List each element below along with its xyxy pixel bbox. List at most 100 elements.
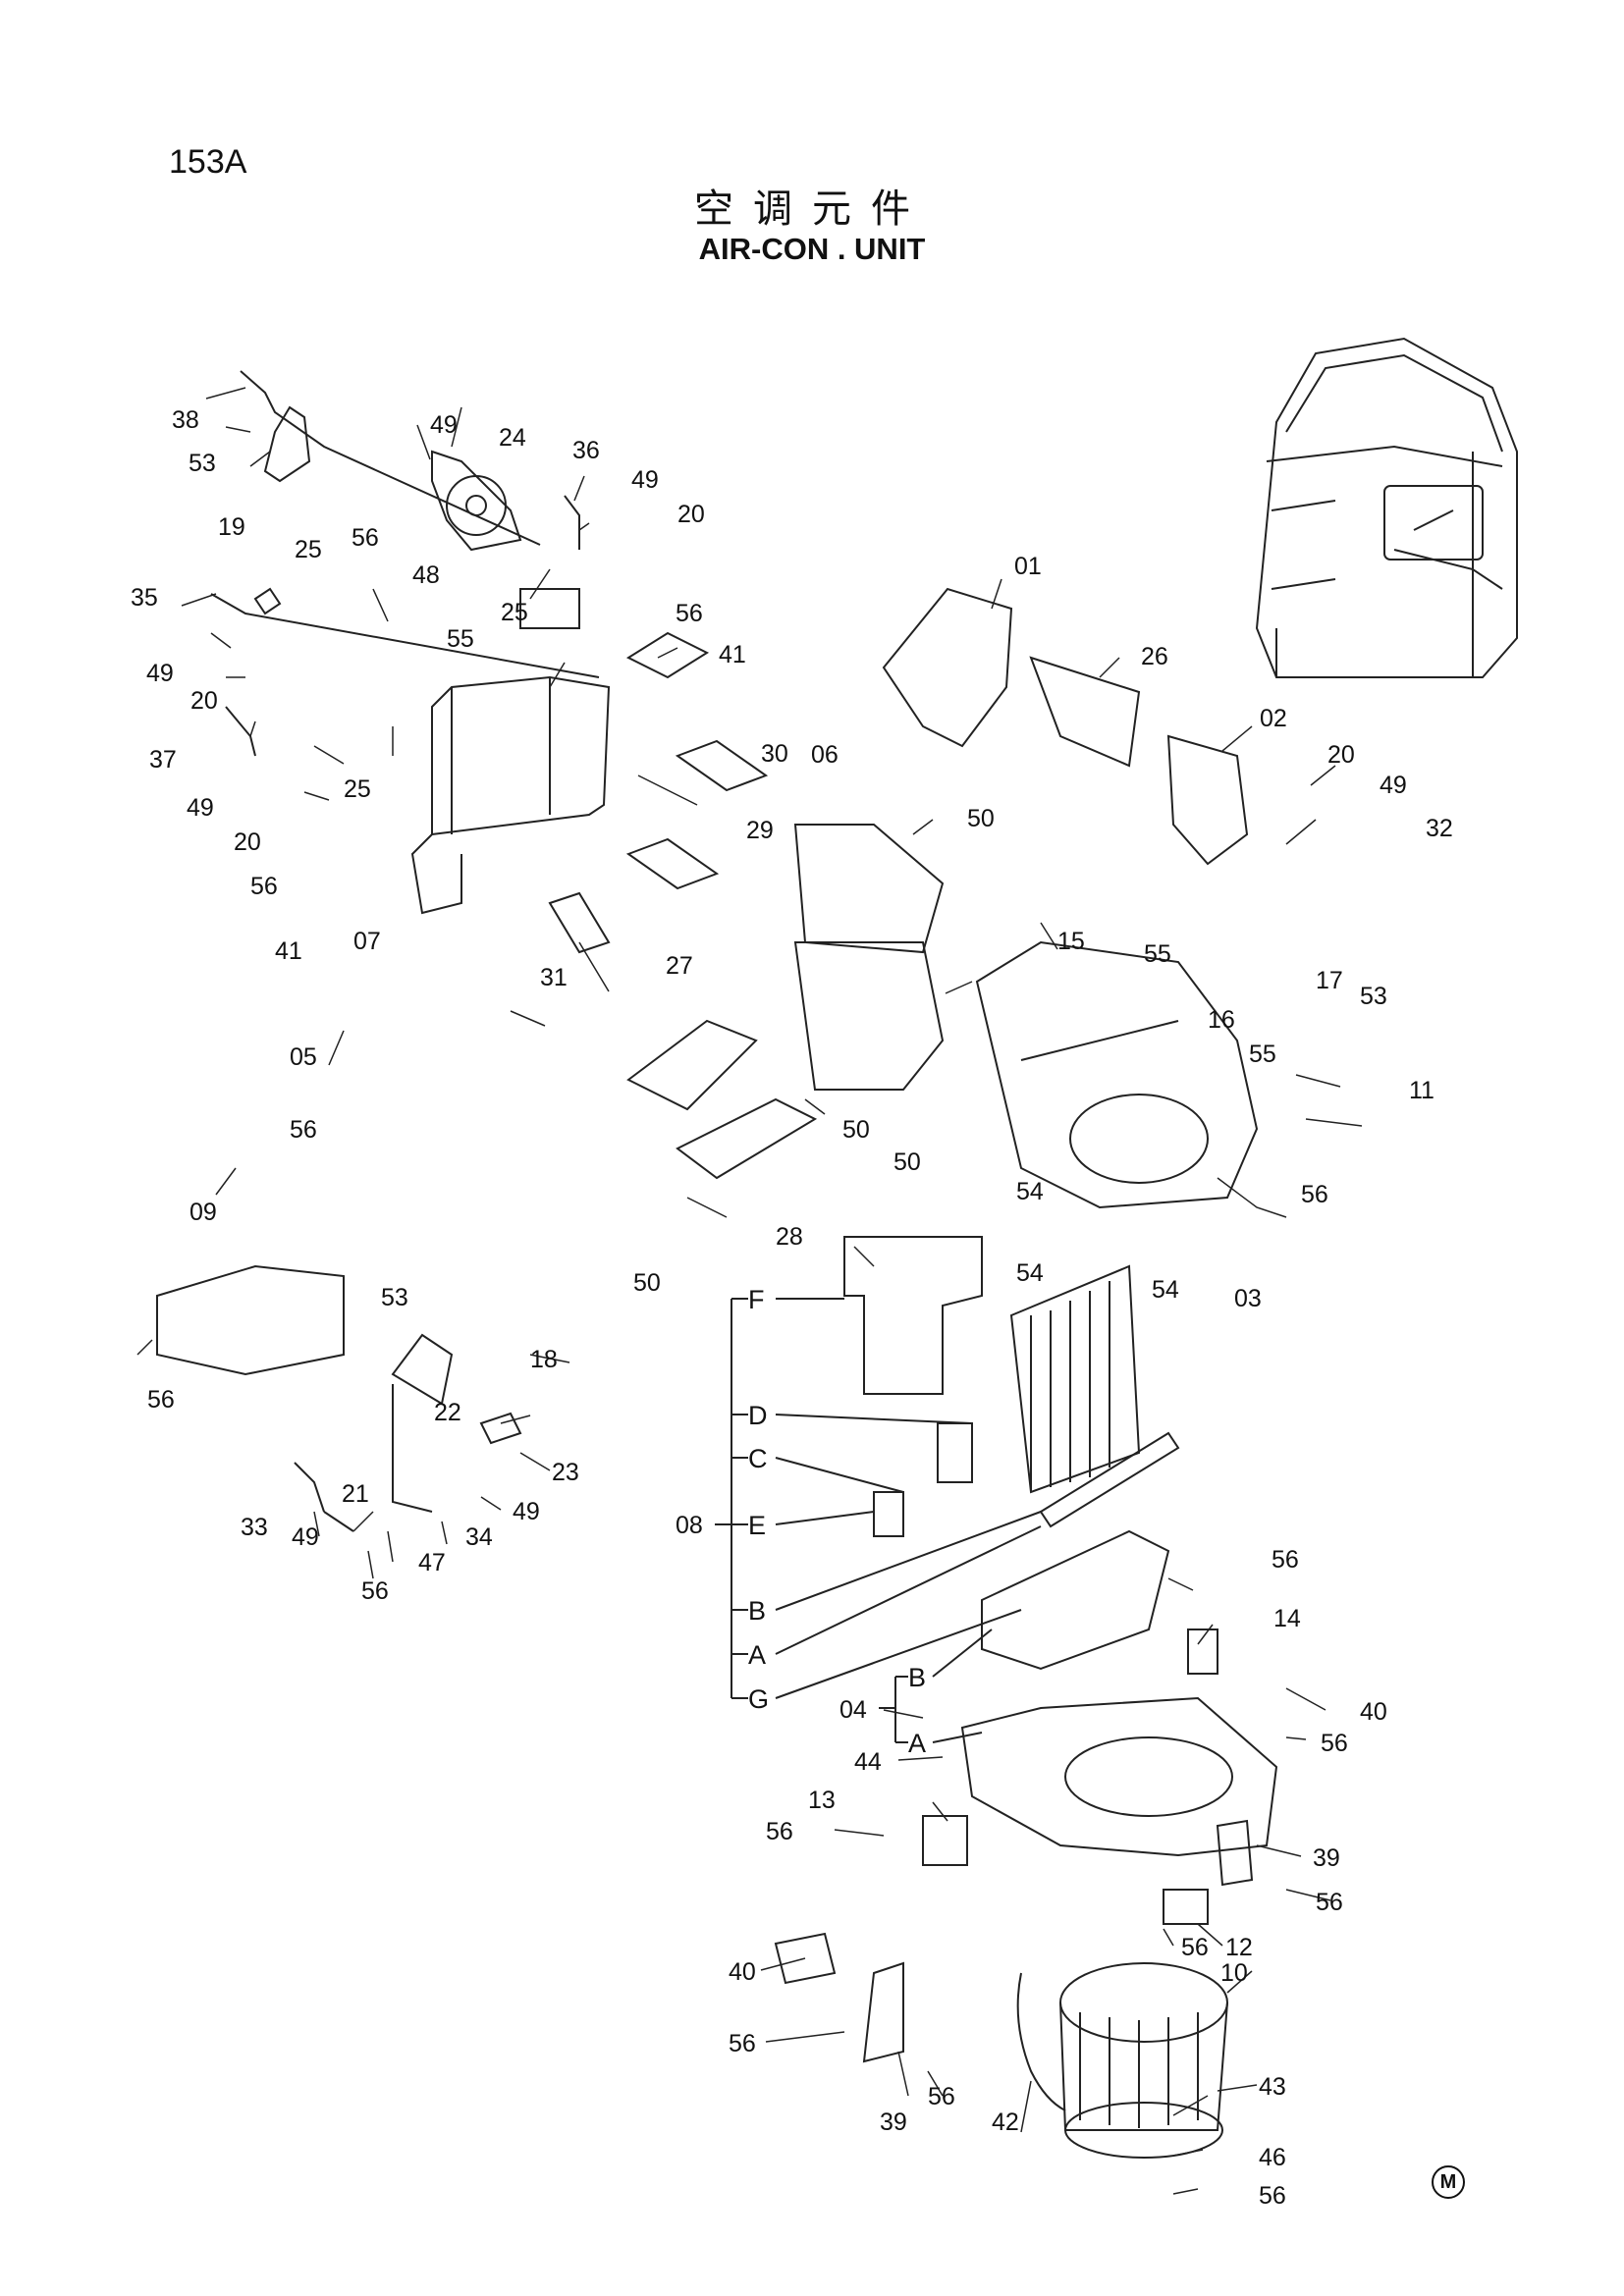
callout: 20 bbox=[190, 687, 218, 715]
callout: 56 bbox=[676, 600, 703, 627]
callout: 56 bbox=[729, 2030, 756, 2057]
callout: 41 bbox=[719, 641, 746, 668]
blower-case-lower bbox=[922, 1529, 1278, 1925]
letter-label: F bbox=[748, 1285, 765, 1314]
callout: 56 bbox=[766, 1818, 793, 1845]
callout: 23 bbox=[552, 1459, 579, 1486]
title-english: AIR-CON . UNIT bbox=[698, 232, 926, 266]
callout: 55 bbox=[447, 625, 474, 653]
letter-label: C bbox=[748, 1444, 768, 1473]
callout: 16 bbox=[1208, 1006, 1235, 1034]
callout: 18 bbox=[530, 1346, 558, 1373]
callout: 53 bbox=[1360, 983, 1387, 1010]
manufacturer-mark: M bbox=[1432, 2165, 1465, 2199]
callout: 19 bbox=[218, 513, 245, 541]
callout: 21 bbox=[342, 1480, 369, 1508]
callout: 39 bbox=[880, 2109, 907, 2136]
letter-label: E bbox=[748, 1511, 766, 1540]
callout: 20 bbox=[677, 501, 705, 528]
callout: 29 bbox=[746, 817, 774, 844]
leader-lines bbox=[136, 387, 1363, 2195]
callout: 50 bbox=[893, 1148, 921, 1176]
callout: 53 bbox=[381, 1284, 408, 1311]
title-chinese: 空调元件 bbox=[694, 187, 930, 232]
blower-case-upper bbox=[975, 940, 1259, 1209]
callout: 56 bbox=[1259, 2182, 1286, 2210]
callout: 14 bbox=[1273, 1605, 1301, 1632]
callout: 41 bbox=[275, 937, 302, 965]
callout: 49 bbox=[146, 660, 174, 687]
callout: 55 bbox=[1144, 940, 1171, 968]
callout: 56 bbox=[1321, 1730, 1348, 1757]
callout: 01 bbox=[1014, 553, 1042, 580]
callout: 56 bbox=[352, 524, 379, 552]
filter-plates bbox=[548, 739, 818, 1180]
callout: 53 bbox=[189, 450, 216, 477]
mode-door-linkage bbox=[210, 370, 600, 757]
callout: 50 bbox=[633, 1269, 661, 1297]
callout: 17 bbox=[1316, 967, 1343, 994]
callout: 09 bbox=[189, 1199, 217, 1226]
callout: 56 bbox=[290, 1116, 317, 1144]
upper-ducts bbox=[793, 587, 1249, 1091]
callout-labels: 38 53 19 49 24 56 48 36 49 20 25 35 49 2… bbox=[131, 406, 1453, 2210]
callout: 15 bbox=[1057, 928, 1085, 955]
callout: 36 bbox=[572, 437, 600, 464]
group-brackets bbox=[715, 1298, 1042, 1743]
callout: 37 bbox=[149, 746, 177, 774]
callout: 12 bbox=[1225, 1934, 1253, 1961]
page-number: 153A bbox=[169, 143, 247, 181]
evaporator-and-heater-core bbox=[156, 1236, 1180, 1537]
callout: 06 bbox=[811, 741, 839, 769]
callout: 27 bbox=[666, 952, 693, 980]
callout: 56 bbox=[361, 1577, 389, 1605]
callout: 39 bbox=[1313, 1844, 1340, 1872]
callout: 03 bbox=[1234, 1285, 1262, 1312]
callout: 38 bbox=[172, 406, 199, 434]
brackets-lower bbox=[774, 1819, 1254, 2063]
callout: 54 bbox=[1016, 1178, 1044, 1205]
callout: 49 bbox=[187, 794, 214, 822]
callout: 33 bbox=[241, 1514, 268, 1541]
callout: 50 bbox=[842, 1116, 870, 1144]
callout: 56 bbox=[1181, 1934, 1209, 1961]
callout: 56 bbox=[1301, 1181, 1328, 1208]
callout: 07 bbox=[353, 928, 381, 955]
callout: 48 bbox=[412, 561, 440, 589]
letter-label: D bbox=[748, 1401, 768, 1430]
letter-label: A bbox=[748, 1640, 766, 1670]
letter-label: B bbox=[748, 1596, 766, 1626]
callout: 25 bbox=[295, 536, 322, 563]
callout: 49 bbox=[430, 411, 458, 439]
letter-label: G bbox=[748, 1684, 769, 1714]
letter-label: A bbox=[908, 1729, 926, 1758]
cab-illustration bbox=[1255, 337, 1518, 678]
lower-linkage bbox=[294, 1333, 522, 1532]
callout: 50 bbox=[967, 805, 995, 832]
callout: 46 bbox=[1259, 2144, 1286, 2171]
callout: 31 bbox=[540, 964, 568, 991]
callout: 10 bbox=[1220, 1959, 1248, 1987]
callout: 49 bbox=[631, 466, 659, 494]
callout: 02 bbox=[1260, 705, 1287, 732]
blower-fan bbox=[1016, 1962, 1228, 2159]
callout: 40 bbox=[729, 1958, 756, 1986]
callout: 47 bbox=[418, 1549, 446, 1576]
callout: 08 bbox=[676, 1512, 703, 1539]
callout: 20 bbox=[234, 828, 261, 856]
callout: 49 bbox=[292, 1523, 319, 1551]
callout: 25 bbox=[501, 599, 528, 626]
callout: 56 bbox=[1316, 1889, 1343, 1916]
callout: 56 bbox=[1272, 1546, 1299, 1574]
callout: 22 bbox=[434, 1399, 461, 1426]
callout: 56 bbox=[147, 1386, 175, 1414]
callout: 05 bbox=[290, 1043, 317, 1071]
callout: 32 bbox=[1426, 815, 1453, 842]
callout: 13 bbox=[808, 1787, 836, 1814]
callout: 54 bbox=[1152, 1276, 1179, 1304]
callout: 44 bbox=[854, 1748, 882, 1776]
callout: 34 bbox=[465, 1523, 493, 1551]
callout: 30 bbox=[761, 740, 788, 768]
callout: 42 bbox=[992, 2109, 1019, 2136]
